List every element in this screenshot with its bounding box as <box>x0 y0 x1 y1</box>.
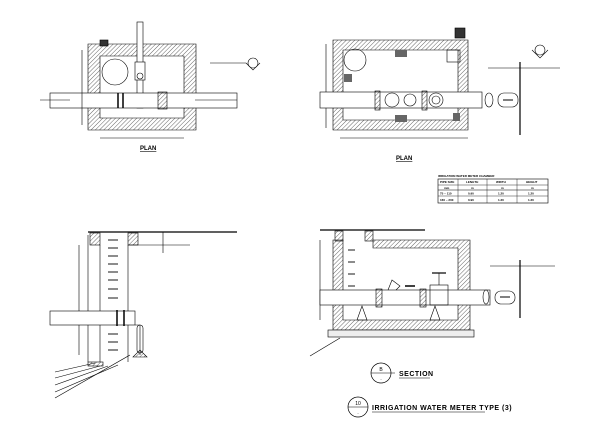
unit: m <box>471 186 474 190</box>
access-cover <box>343 48 367 72</box>
section-view-right <box>309 229 555 357</box>
header-height: HEIGHT <box>526 180 538 184</box>
table-cell: 160 ~ 200 <box>440 198 454 202</box>
table-cell: 1.20 <box>528 192 534 196</box>
table-title: IRRIGATION WATER METER CHAMBER <box>438 174 495 178</box>
strainer <box>387 279 401 291</box>
chamber-size-table: IRRIGATION WATER METER CHAMBER PIPE SIZE… <box>437 174 549 204</box>
plan-label-1: PLAN <box>140 146 156 152</box>
drawing-title: 10 - IRRIGATION WATER METER TYPE (3) <box>347 396 512 418</box>
unit: m <box>531 186 534 190</box>
title-ref-sheet: - <box>357 410 359 415</box>
header-width: WIDTH <box>496 180 506 184</box>
chamber-wall <box>332 239 471 331</box>
plan-view-2 <box>319 27 560 139</box>
title-ref-number: 10 <box>355 401 361 407</box>
section-label: SECTION <box>399 371 434 378</box>
access-cover <box>101 58 129 86</box>
unit: m <box>501 186 504 190</box>
table-cell: 0.90 <box>468 198 474 202</box>
table-cell: 75 ~ 110 <box>440 192 452 196</box>
section-title: B - SECTION <box>370 362 434 384</box>
table-cell: 0.90 <box>468 192 474 196</box>
main-pipe <box>319 91 483 109</box>
plan-view-1 <box>40 21 261 139</box>
header-length: LENGTH <box>466 180 478 184</box>
plan-label-2: PLAN <box>396 156 412 162</box>
table-cell: 1.20 <box>528 198 534 202</box>
section-ref-letter: B <box>379 367 383 373</box>
base-slab <box>327 329 475 338</box>
main-pipe <box>319 289 491 306</box>
section-marker <box>534 44 546 56</box>
drawing-title-text: IRRIGATION WATER METER TYPE (3) <box>372 405 512 412</box>
section-marker <box>247 57 259 69</box>
header-pipe-size: PIPE SIZE <box>440 180 454 184</box>
unit: mm <box>444 186 450 190</box>
water-meter <box>384 92 400 108</box>
table-cell: 1.20 <box>498 198 504 202</box>
gate-valve <box>428 92 444 108</box>
table-cell: 1.20 <box>498 192 504 196</box>
section-view-left <box>49 231 237 399</box>
section-ref-sheet: - <box>380 376 382 381</box>
pipe <box>49 310 136 326</box>
main-pipe <box>49 92 238 109</box>
